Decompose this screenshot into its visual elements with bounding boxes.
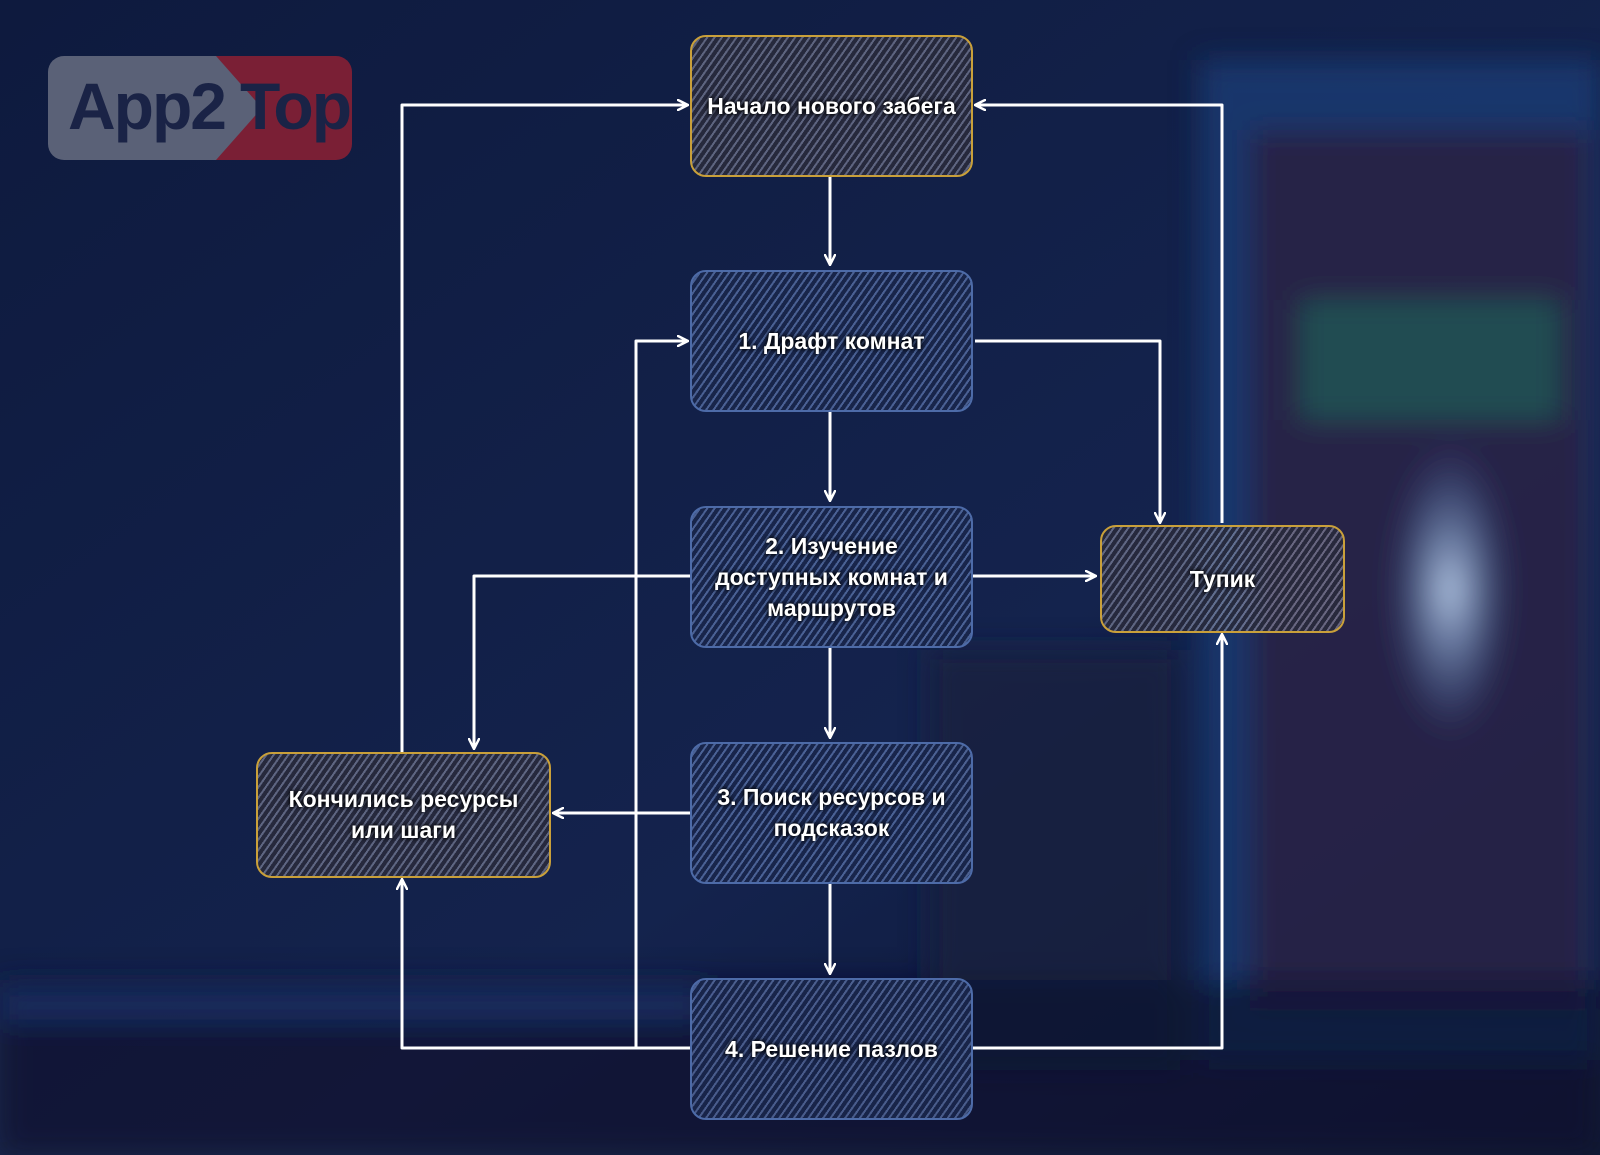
node-search-resources-label: 3. Поиск ресурсов и подсказок — [717, 784, 946, 841]
edge-explore-outofresources — [474, 574, 690, 748]
node-room-draft: 1. Драфт комнат — [690, 270, 973, 412]
node-out-of-resources-label: Кончились ресурсы или шаги — [288, 786, 519, 843]
edge-outofresources-start — [400, 105, 687, 752]
node-dead-end: Тупик — [1100, 525, 1345, 633]
edge-puzzles-deadend — [972, 635, 1222, 1050]
edge-deadend-start — [976, 105, 1224, 523]
node-explore-rooms-label: 2. Изучение доступных комнат и маршрутов — [715, 532, 948, 621]
edge-puzzles-outofresources — [402, 880, 690, 1050]
node-out-of-resources: Кончились ресурсы или шаги — [256, 752, 551, 878]
node-solve-puzzles: 4. Решение пазлов — [690, 978, 973, 1120]
edge-draft-deadend — [975, 339, 1160, 522]
node-search-resources: 3. Поиск ресурсов и подсказок — [690, 742, 973, 884]
logo-part2: Top — [240, 69, 352, 143]
edge-puzzles-draft — [634, 341, 690, 1050]
node-explore-rooms: 2. Изучение доступных комнат и маршрутов — [690, 506, 973, 648]
node-start: Начало нового забега — [690, 35, 973, 177]
app2top-logo: App2 Top — [48, 56, 352, 160]
node-start-label: Начало нового забега — [707, 92, 956, 119]
node-dead-end-label: Тупик — [1189, 565, 1256, 592]
node-room-draft-label: 1. Драфт комнат — [738, 327, 925, 354]
logo-part1: App2 — [68, 69, 227, 143]
node-solve-puzzles-label: 4. Решение пазлов — [725, 1035, 938, 1062]
